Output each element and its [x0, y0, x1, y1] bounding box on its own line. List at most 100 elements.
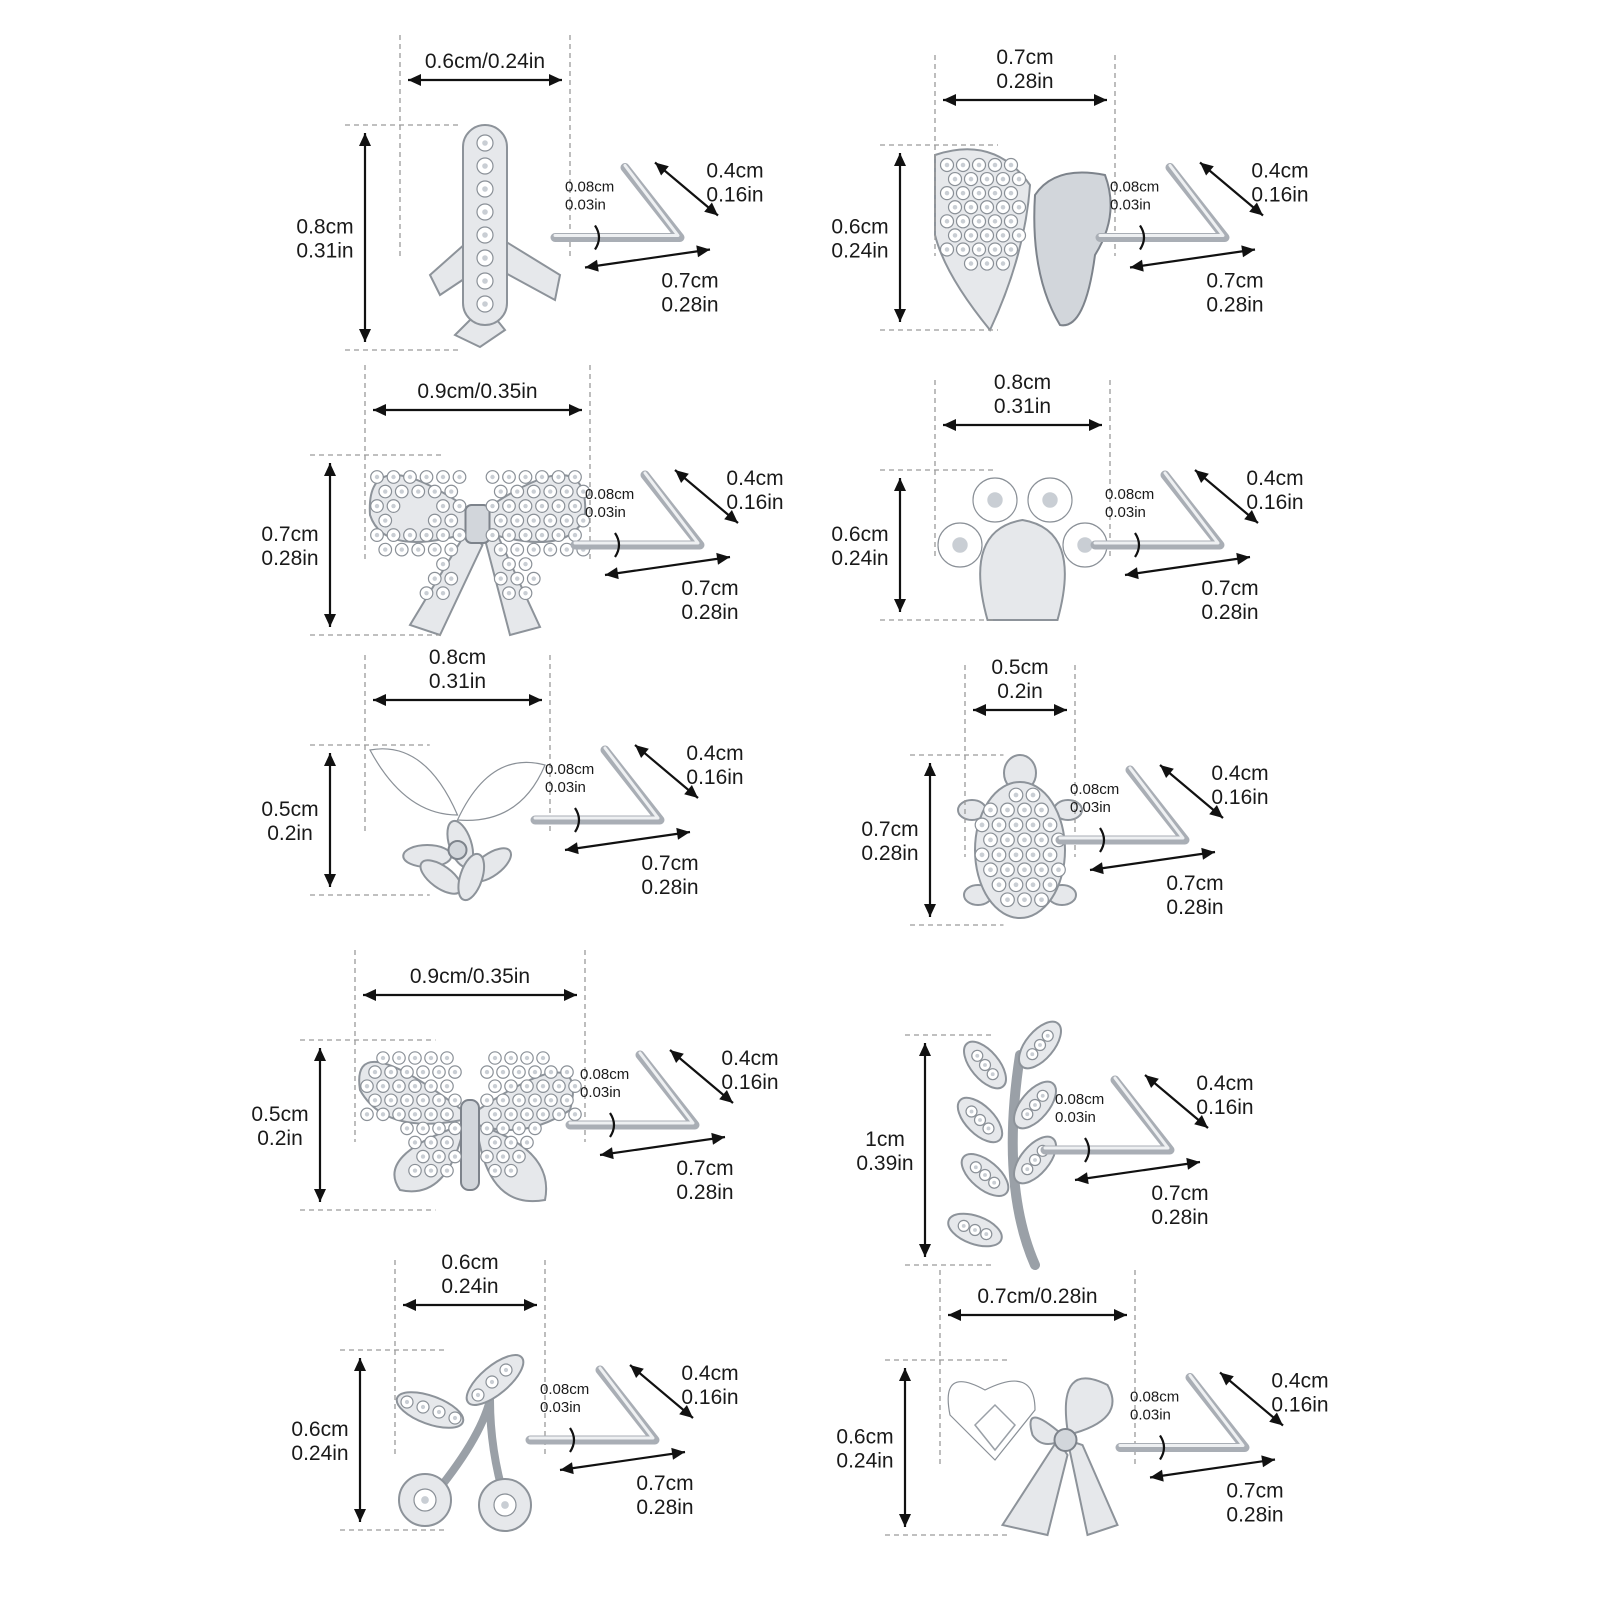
arrow-head	[1089, 419, 1102, 431]
arrow-head	[363, 989, 376, 1001]
crystal-facet	[440, 590, 446, 596]
crystal-facet	[388, 1098, 394, 1103]
crystal-facet	[1025, 1112, 1030, 1117]
arrow-head	[560, 1462, 574, 1475]
arrow-head	[1244, 510, 1258, 523]
crystal-facet	[952, 537, 968, 553]
crystal-facet	[532, 1069, 538, 1075]
arrow-head	[565, 842, 579, 855]
crystal-facet	[421, 1496, 429, 1504]
post-label: 0.28in	[641, 876, 698, 899]
crystal-facet	[508, 1168, 514, 1173]
crystal-facet	[1022, 807, 1027, 813]
crystal-facet	[992, 1180, 997, 1185]
crystal-facet	[516, 1098, 522, 1103]
crystal-facet	[412, 1083, 418, 1089]
crystal-facet	[1030, 822, 1036, 828]
arrow-head	[564, 989, 577, 1001]
crystal-facet	[990, 1072, 995, 1077]
crystal-facet	[407, 474, 413, 480]
crystal-facet	[399, 489, 404, 494]
crystal-facet	[506, 590, 512, 596]
arrow-head	[1075, 1172, 1089, 1185]
crystal-facet	[1000, 233, 1006, 238]
height-label: 0.6cm	[831, 523, 888, 546]
crystal-facet	[523, 503, 528, 509]
height-label: 0.8cm	[296, 216, 353, 239]
crystal-facet	[969, 1109, 974, 1114]
crystal-facet	[1030, 852, 1036, 858]
crystal-facet	[986, 1126, 991, 1131]
post-label: 0.7cm	[636, 1472, 693, 1495]
arrow-head	[1195, 470, 1209, 483]
arrow-head	[1269, 1412, 1283, 1426]
bend-label: 0.16in	[721, 1071, 778, 1094]
bend-label: 0.16in	[1211, 786, 1268, 809]
charm-turtle	[957, 754, 1083, 919]
crystal-facet	[1013, 792, 1019, 798]
arrow-head	[1200, 162, 1214, 176]
crystal-facet	[428, 1112, 434, 1117]
crystal-facet	[484, 1126, 490, 1131]
bow-knot	[464, 504, 491, 544]
gauge-label: 0.03in	[1070, 799, 1111, 816]
crystal-facet	[1030, 1052, 1035, 1057]
crystal-facet	[484, 1154, 490, 1159]
arrow-head	[324, 614, 336, 627]
crystal-facet	[952, 233, 958, 238]
bend-label: 0.16in	[1271, 1394, 1328, 1417]
crystal-facet	[482, 232, 488, 238]
width-label: 0.2in	[997, 680, 1043, 703]
arrow-head	[919, 1244, 931, 1257]
crystal-facet	[508, 1083, 514, 1089]
charm-butterfly-half	[934, 148, 1112, 332]
crystal-facet	[968, 261, 974, 266]
crystal-facet	[380, 1112, 386, 1117]
crystal-facet	[539, 503, 545, 509]
post-label: 0.28in	[661, 294, 718, 317]
bend-label: 0.16in	[681, 1386, 738, 1409]
flower-center	[447, 840, 468, 860]
crystal-facet	[973, 1228, 977, 1232]
width-label: 0.8cm	[429, 646, 486, 669]
bend-arrow	[634, 744, 699, 799]
arrow-head	[605, 567, 619, 580]
post-label: 0.28in	[1201, 601, 1258, 624]
crystal-facet	[987, 492, 1003, 508]
width-label: 0.9cm/0.35in	[410, 965, 530, 988]
crystal-facet	[428, 1168, 434, 1173]
crystal-facet	[516, 1069, 522, 1075]
product-butterfly-half: 0.7cm0.28in0.6cm0.24in0.08cm0.03in0.4cm0…	[831, 46, 1309, 332]
crystal-facet	[1016, 176, 1022, 182]
bend-label: 0.16in	[686, 766, 743, 789]
arrow-head	[924, 904, 936, 917]
crystal-facet	[436, 1409, 442, 1415]
bend-label: 0.4cm	[686, 742, 743, 765]
gauge-marker	[609, 1112, 616, 1138]
crystal-facet	[1033, 1158, 1037, 1162]
crystal-facet	[440, 532, 446, 538]
arrow-head	[1194, 1115, 1208, 1128]
gauge-label: 0.03in	[585, 504, 626, 521]
arrow-head	[324, 463, 336, 476]
crystal-facet	[523, 474, 528, 480]
crystal-facet	[500, 1098, 506, 1103]
crystal-facet	[452, 1415, 458, 1421]
gauge-label: 0.08cm	[545, 761, 594, 778]
gauge-label: 0.03in	[565, 197, 606, 214]
arrow-head	[1186, 1157, 1200, 1170]
product-flower-butterfly: 0.8cm0.31in0.5cm0.2in0.08cm0.03in0.4cm0.…	[261, 646, 744, 902]
crystal-facet	[432, 547, 437, 552]
crystal-facet	[978, 1118, 982, 1122]
crystal-facet	[984, 261, 990, 266]
gauge-label: 0.08cm	[1105, 486, 1154, 503]
crystal-facet	[391, 532, 396, 538]
crystal-facet	[1008, 162, 1014, 168]
crystal-facet	[952, 176, 958, 182]
post-arrow	[584, 248, 711, 269]
post-label: 0.28in	[1206, 294, 1263, 317]
arrow-head	[324, 753, 336, 766]
crystal-facet	[1008, 247, 1014, 252]
bend-arrow	[669, 1049, 734, 1104]
crystal-facet	[976, 162, 982, 168]
